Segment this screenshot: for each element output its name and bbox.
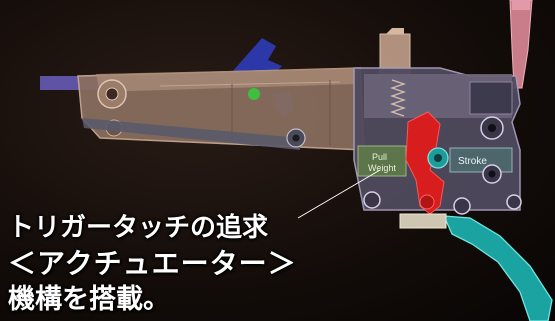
- caption: トリガータッチの追求 ＜アクチュエーター＞ 機構を搭載。: [8, 210, 297, 318]
- pink-lever-cap: [512, 0, 530, 10]
- caption-line-3: 機構を搭載。: [8, 284, 170, 315]
- blue-lever: [232, 38, 282, 74]
- caption-line-2: ＜アクチュエーター＞: [8, 247, 297, 280]
- bottom-tab: [399, 213, 447, 229]
- label-pull: Pull: [372, 152, 387, 162]
- trigger-blade: [442, 215, 553, 321]
- screw-5: [506, 194, 522, 210]
- screw-4: [453, 197, 471, 215]
- grey-bar: [82, 118, 300, 150]
- spring: [389, 79, 407, 117]
- screw-3: [363, 191, 381, 209]
- stroke-box: [449, 147, 513, 173]
- actuator: [405, 111, 445, 215]
- label-stroke: Stroke: [458, 156, 487, 167]
- label-weight: Weight: [368, 163, 396, 173]
- green-marker: [248, 88, 260, 100]
- pull-weight-box: [357, 145, 407, 177]
- pink-lever: [509, 0, 533, 89]
- leader-line: [297, 169, 381, 219]
- caption-line-1: トリガータッチの追求: [8, 213, 269, 243]
